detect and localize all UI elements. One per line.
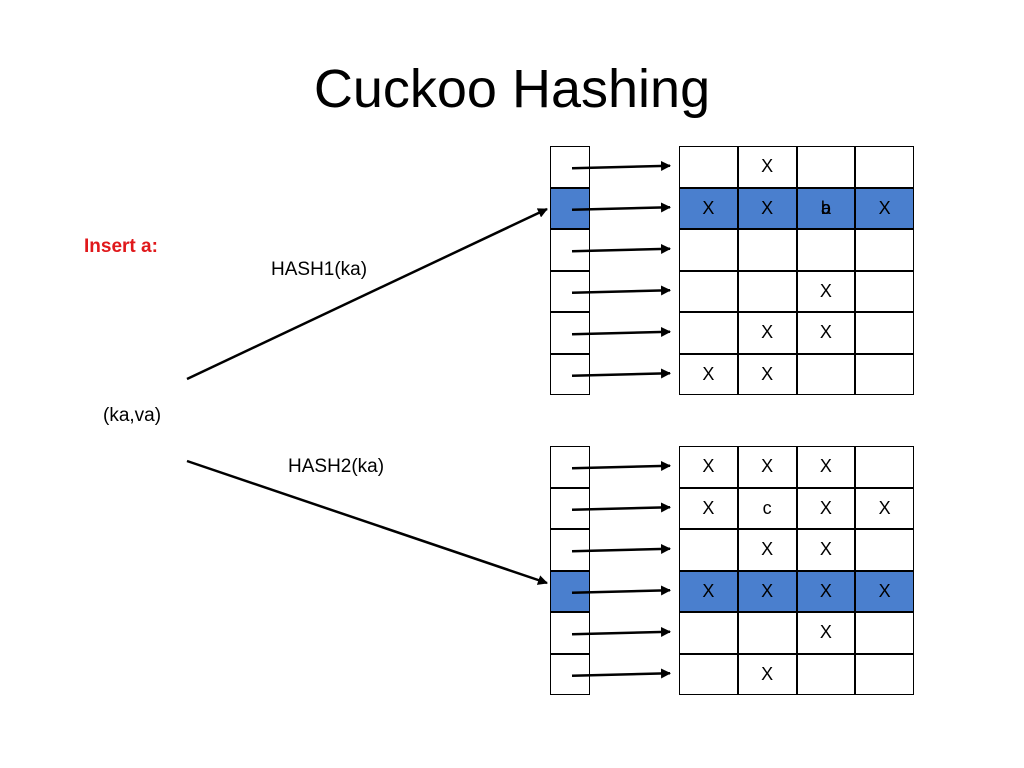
- hash1-arrow: [186, 207, 548, 381]
- bucket-cell: [679, 270, 738, 312]
- bucket-cell: X: [855, 487, 914, 529]
- bucket-cell: [679, 529, 738, 571]
- bucket-cell: X: [796, 270, 856, 312]
- bucket-cell: [679, 653, 738, 695]
- bucket-cell: [737, 229, 797, 271]
- cell-value: X: [702, 456, 715, 477]
- cell-value: X: [761, 322, 774, 343]
- bucket-cell: [796, 146, 856, 188]
- bucket-cell: [855, 229, 914, 271]
- bucket-cell: X: [737, 529, 797, 571]
- cell-value: X: [761, 197, 774, 218]
- bucket-cell: [855, 529, 914, 571]
- key-value-label: (ka,va): [103, 405, 162, 426]
- bucket-cell: [737, 270, 797, 312]
- bucket-cell: X: [679, 446, 738, 488]
- bucket-cell: X: [737, 146, 797, 188]
- bucket-cell: X: [737, 446, 797, 488]
- index-cell: [550, 270, 590, 312]
- bucket-cell: [796, 653, 856, 695]
- index-cell: [550, 353, 590, 395]
- cell-value: X: [761, 539, 774, 560]
- slide-title: Cuckoo Hashing: [313, 59, 711, 119]
- cell-value: X: [819, 622, 832, 643]
- bucket-cell: [679, 146, 738, 188]
- cell-value: b: [820, 198, 831, 219]
- bucket-cell: X: [855, 187, 914, 229]
- bucket-cell: [679, 229, 738, 271]
- bucket-cell: X: [796, 529, 856, 571]
- cell-value: X: [878, 497, 891, 518]
- bucket-cell: [855, 353, 914, 395]
- cell-value: X: [702, 363, 715, 384]
- hash2-label: HASH2(ka): [288, 456, 385, 477]
- cell-value: X: [819, 280, 832, 301]
- bucket-cell: X: [737, 570, 797, 612]
- bucket-cell: [679, 612, 738, 654]
- cell-value: X: [819, 456, 832, 477]
- bucket-cell: X: [737, 653, 797, 695]
- bucket-cell: X: [796, 570, 856, 612]
- index-cell: [550, 446, 590, 488]
- cell-value: X: [761, 156, 774, 177]
- bucket-cell: [855, 653, 914, 695]
- cell-value: X: [819, 322, 832, 343]
- bucket-cell: X: [679, 353, 738, 395]
- cell-value: X: [702, 497, 715, 518]
- bucket-cell: X: [737, 187, 797, 229]
- index-cell: [550, 229, 590, 271]
- bucket-cell: [855, 312, 914, 354]
- cell-value: X: [702, 197, 715, 218]
- cell-value: X: [819, 580, 832, 601]
- index-cell: [550, 487, 590, 529]
- cell-value: X: [761, 456, 774, 477]
- index-cell: [550, 312, 590, 354]
- index-cell: [550, 146, 590, 188]
- cell-value: X: [819, 539, 832, 560]
- hash2-arrow: [186, 459, 548, 585]
- insert-label: Insert a:: [84, 236, 158, 257]
- cell-value: X: [761, 363, 774, 384]
- bucket-cell: X: [679, 187, 738, 229]
- index-cell-highlighted: [550, 570, 590, 612]
- hash1-label: HASH1(ka): [271, 259, 368, 280]
- bucket-cell: X: [796, 446, 856, 488]
- cell-value: X: [819, 497, 832, 518]
- cell-value: X: [761, 663, 774, 684]
- index-cell-highlighted: [550, 187, 590, 229]
- cell-value: X: [761, 580, 774, 601]
- index-cell: [550, 612, 590, 654]
- index-cell: [550, 529, 590, 571]
- cell-value: X: [878, 197, 891, 218]
- bucket-cell: X: [796, 612, 856, 654]
- bucket-cell: c: [737, 487, 797, 529]
- cell-value: c: [762, 497, 772, 518]
- cell-value: a: [820, 198, 831, 219]
- bucket-cell: X: [796, 312, 856, 354]
- bucket-cell: X: [679, 570, 738, 612]
- bucket-cell: [855, 146, 914, 188]
- bucket-cell: [796, 229, 856, 271]
- bucket-cell: [737, 612, 797, 654]
- bucket-cell: [855, 612, 914, 654]
- bucket-cell: [855, 446, 914, 488]
- bucket-cell: [679, 312, 738, 354]
- bucket-cell: X: [796, 487, 856, 529]
- bucket-cell: X: [737, 353, 797, 395]
- bucket-cell: [855, 270, 914, 312]
- bucket-cell: X: [737, 312, 797, 354]
- cell-value: X: [878, 580, 891, 601]
- bucket-cell: X: [679, 487, 738, 529]
- bucket-cell: X: [855, 570, 914, 612]
- cell-value: X: [702, 580, 715, 601]
- bucket-cell: [796, 353, 856, 395]
- index-cell: [550, 653, 590, 695]
